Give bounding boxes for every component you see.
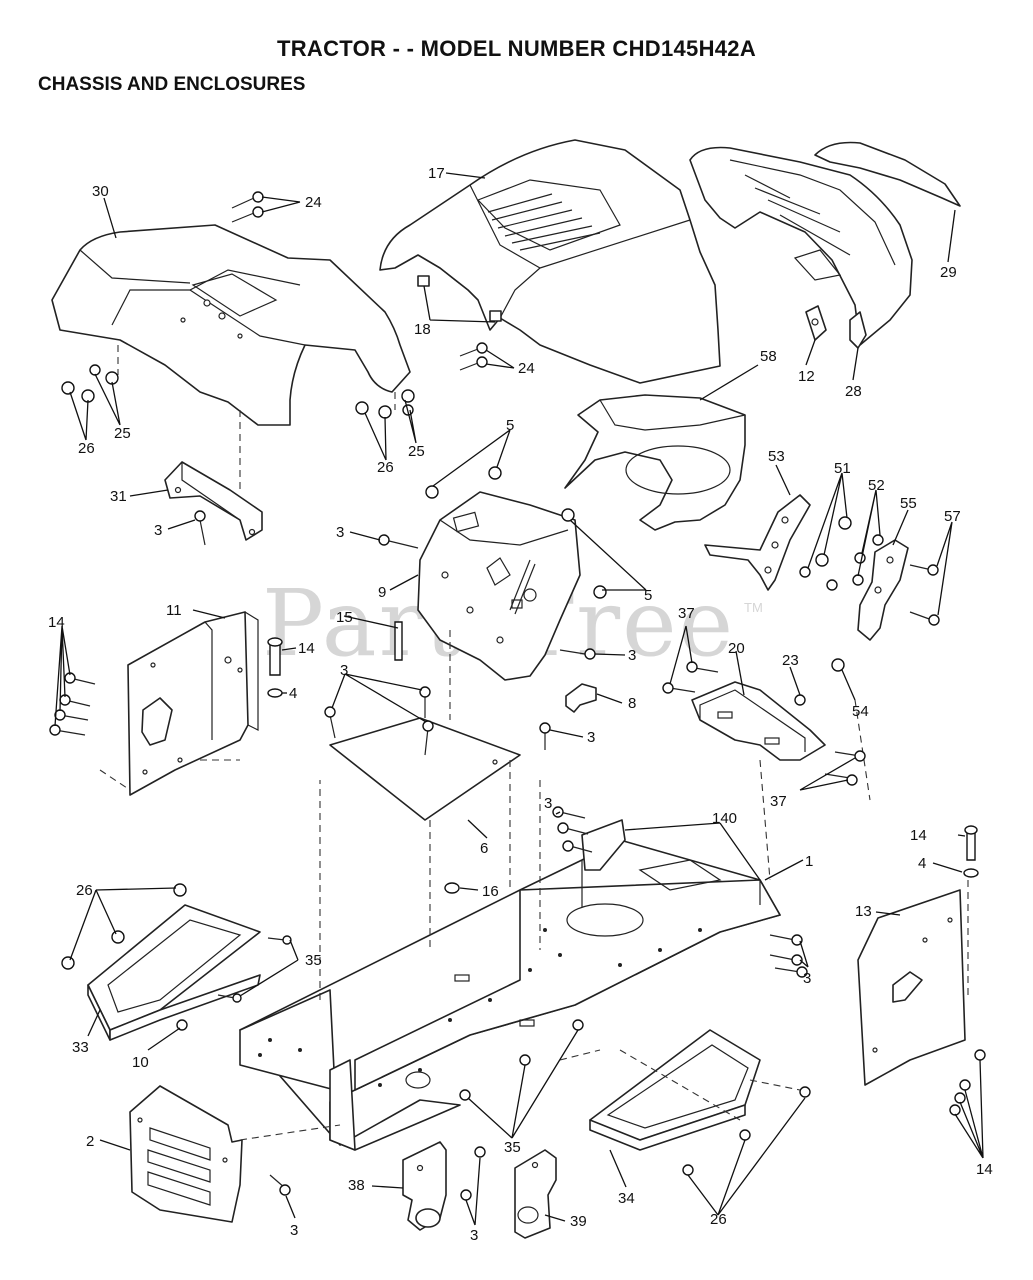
hardware (49, 191, 986, 1201)
part-31-bracket[interactable] (164, 461, 263, 541)
callout-4-mid: 4 (289, 685, 297, 702)
callout-35-left: 35 (305, 952, 322, 969)
callout-5-top: 5 (506, 417, 514, 434)
callout-6: 6 (480, 840, 488, 857)
callout-8: 8 (628, 695, 636, 712)
callout-3-h: 3 (290, 1222, 298, 1239)
part-39-bracket[interactable] (514, 1149, 557, 1239)
callout-35-center: 35 (504, 1139, 521, 1156)
callout-3-b: 3 (336, 524, 344, 541)
callout-4-right: 4 (918, 855, 926, 872)
watermark-tm: TM (744, 600, 763, 615)
callout-11: 11 (166, 602, 182, 619)
callout-9: 9 (378, 584, 386, 601)
callout-20: 20 (728, 640, 745, 657)
callout-3-i: 3 (470, 1227, 478, 1244)
callout-29: 29 (940, 264, 957, 281)
part-33-footrest[interactable] (87, 904, 261, 1041)
part-13-side-panel[interactable] (857, 889, 966, 1086)
part-11-side-panel[interactable] (127, 611, 259, 796)
callout-37-bottom: 37 (770, 793, 787, 810)
callout-33: 33 (72, 1039, 89, 1056)
callout-37-top: 37 (678, 605, 695, 622)
part-20-support[interactable] (691, 681, 826, 761)
callout-51: 51 (834, 460, 851, 477)
callout-31: 31 (110, 488, 127, 505)
part-29-grille-housing[interactable] (689, 141, 961, 346)
part-34-footrest[interactable] (589, 1029, 761, 1151)
callout-13: 13 (855, 903, 872, 920)
section-subtitle: CHASSIS AND ENCLOSURES (38, 74, 306, 95)
callout-16: 16 (482, 883, 499, 900)
callout-53: 53 (768, 448, 785, 465)
callout-15: 15 (336, 609, 353, 626)
leader-lines (54, 172, 984, 1226)
callout-25-mid: 25 (408, 443, 425, 460)
part-28-latch[interactable] (849, 311, 867, 349)
callout-25-left: 25 (114, 425, 131, 442)
part-9-dash-panel[interactable] (417, 491, 581, 681)
callout-14-right-top: 14 (910, 827, 927, 844)
part-8-clip[interactable] (565, 683, 597, 713)
callout-2: 2 (86, 1133, 94, 1150)
callout-24-top: 24 (305, 194, 322, 211)
callout-55: 55 (900, 495, 917, 512)
callout-12: 12 (798, 368, 815, 385)
part-2-plate[interactable] (129, 1085, 243, 1223)
callout-3-g: 3 (803, 970, 811, 987)
page-title: TRACTOR - - MODEL NUMBER CHD145H42A (276, 36, 757, 61)
part-1-frame[interactable] (239, 819, 781, 1151)
callout-14-right-bottom: 14 (976, 1161, 993, 1178)
callout-3-a: 3 (154, 522, 162, 539)
callout-24-mid: 24 (518, 360, 535, 377)
callout-10: 10 (132, 1054, 149, 1071)
part-30-fender[interactable] (51, 224, 411, 426)
part-58-shield[interactable] (564, 394, 746, 531)
callout-3-c: 3 (340, 662, 348, 679)
callout-23: 23 (782, 652, 799, 669)
callout-52: 52 (868, 477, 885, 494)
callout-17: 17 (428, 165, 445, 182)
part-38-bracket[interactable] (402, 1141, 447, 1231)
callout-1: 1 (805, 853, 813, 870)
part-12-bracket[interactable] (805, 305, 827, 341)
callout-14-left: 14 (48, 614, 65, 631)
callout-3-f: 3 (544, 795, 552, 812)
callouts: 17 30 24 18 12 28 29 58 24 26 25 26 25 5… (48, 165, 993, 1244)
callout-140: 140 (712, 810, 737, 827)
callout-57: 57 (944, 508, 961, 525)
part-55-bracket[interactable] (857, 539, 909, 641)
callout-30: 30 (92, 183, 109, 200)
callout-26-footrest-left: 26 (76, 882, 93, 899)
callout-26-left: 26 (78, 440, 95, 457)
callout-28: 28 (845, 383, 862, 400)
callout-5-right: 5 (644, 587, 652, 604)
callout-34: 34 (618, 1190, 635, 1207)
callout-38: 38 (348, 1177, 365, 1194)
part-6-plate[interactable] (329, 717, 521, 821)
callout-3-e: 3 (587, 729, 595, 746)
callout-3-d: 3 (628, 647, 636, 664)
callout-26-footrest-right: 26 (710, 1211, 727, 1228)
callout-39: 39 (570, 1213, 587, 1230)
callout-54: 54 (852, 703, 869, 720)
part-53-bracket[interactable] (704, 494, 811, 591)
part-17-hood[interactable] (379, 139, 721, 384)
callout-26-mid: 26 (377, 459, 394, 476)
callout-58: 58 (760, 348, 777, 365)
callout-18: 18 (414, 321, 431, 338)
callout-14-mid: 14 (298, 640, 315, 657)
alignment-lines (99, 345, 969, 1141)
